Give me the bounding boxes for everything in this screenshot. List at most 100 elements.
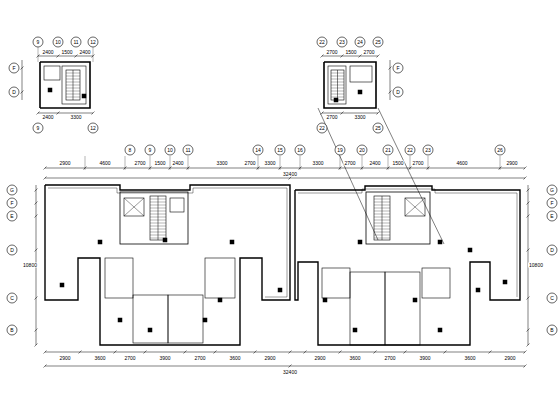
dimension-tick: [389, 91, 392, 94]
dimension-tick: [527, 297, 530, 300]
dimension-text: 3900: [158, 356, 171, 361]
dimension-text: 4600: [455, 161, 468, 166]
axis-number: G: [10, 188, 14, 193]
dimension-text: 4600: [98, 161, 111, 166]
dimension-text: 2400: [41, 115, 54, 120]
device-symbol: [476, 288, 480, 292]
dimension-tick: [44, 351, 47, 354]
axis-number: E: [550, 214, 553, 219]
dimension-tick: [114, 351, 117, 354]
axis-bubble: [357, 145, 367, 155]
leader-line: [378, 108, 444, 244]
dimension-tick: [527, 329, 530, 332]
wall: [39, 62, 41, 108]
axis-bubble: [383, 145, 393, 155]
axis-bubble: [9, 87, 19, 97]
axis-bubble: [337, 37, 347, 47]
axis-number: 21: [385, 148, 391, 153]
axis-number: 26: [497, 148, 503, 153]
axis-bubble: [547, 245, 557, 255]
device-symbol: [468, 248, 472, 252]
device-symbol: [163, 238, 167, 242]
dimension-text: 2900: [263, 356, 276, 361]
axis-bubble: [88, 123, 98, 133]
dimension-tick: [184, 351, 187, 354]
device-symbol: [353, 328, 357, 332]
dimension-tick: [35, 189, 38, 192]
axis-number: C: [550, 296, 554, 301]
stair-room: [62, 66, 86, 104]
room: [350, 66, 372, 82]
dimension-text: 10800: [22, 263, 38, 268]
dimension-tick: [304, 351, 307, 354]
dimension-tick: [214, 351, 217, 354]
room: [168, 295, 203, 343]
axis-bubble: [7, 245, 17, 255]
axis-number: F: [12, 66, 15, 71]
dimension-text: 2700: [343, 161, 356, 166]
device-symbol: [438, 240, 442, 244]
elevator-cross: [124, 198, 144, 216]
dimension-tick: [527, 215, 530, 218]
axis-bubble: [9, 63, 19, 73]
dimension-text: 2900: [505, 161, 518, 166]
axis-number: 22: [407, 148, 413, 153]
axis-number: B: [10, 328, 13, 333]
axis-number: 11: [73, 40, 78, 45]
dimension-text: 3600: [93, 356, 106, 361]
device-symbol: [118, 318, 122, 322]
dimension-tick: [444, 351, 447, 354]
dimension-tick: [21, 91, 24, 94]
dimension-text: 1500: [344, 50, 357, 55]
dimension-text: 2900: [58, 161, 71, 166]
axis-line: [125, 156, 126, 170]
dimension-text: 3600: [463, 356, 476, 361]
dimension-text: 2700: [133, 161, 146, 166]
dimension-tick: [92, 112, 95, 115]
dimension-text: 3300: [69, 115, 82, 120]
dimension-line: [45, 168, 525, 169]
axis-bubble: [165, 145, 175, 155]
dimension-tick: [524, 177, 527, 180]
device-symbol: [218, 298, 222, 302]
stair-room: [328, 66, 346, 104]
axis-line: [428, 156, 429, 170]
dimension-tick: [144, 351, 147, 354]
axis-bubble: [125, 145, 135, 155]
dimension-tick: [289, 365, 292, 368]
device-symbol: [334, 98, 338, 102]
axis-bubble: [7, 325, 17, 335]
dimension-text: 2700: [193, 356, 206, 361]
axis-number: F: [550, 201, 553, 206]
room: [133, 295, 168, 343]
axis-number: 23: [339, 40, 345, 45]
axis-number: 9: [149, 148, 152, 153]
axis-line: [340, 156, 341, 170]
axis-line: [38, 47, 39, 62]
dimension-line: [45, 178, 525, 179]
stair-rail: [158, 196, 159, 240]
dimension-tick: [21, 67, 24, 70]
axis-bubble: [335, 145, 345, 155]
dimension-tick: [79, 351, 82, 354]
dimension-line: [38, 56, 93, 57]
axis-number: 9: [37, 126, 40, 131]
device-symbol: [148, 328, 152, 332]
axis-line: [410, 156, 411, 170]
axis-number: D: [10, 248, 14, 253]
dimension-tick: [254, 351, 257, 354]
dimension-text: 3600: [348, 356, 361, 361]
axis-line: [170, 156, 171, 170]
device-symbol: [358, 90, 362, 94]
dimension-tick: [527, 189, 530, 192]
axis-number: B: [550, 328, 553, 333]
dimension-text: 3300: [353, 115, 366, 120]
dimension-text: 2400: [368, 161, 381, 166]
axis-bubble: [183, 145, 193, 155]
axis-number: 9: [37, 40, 40, 45]
dimension-tick: [44, 365, 47, 368]
exterior-wall: [45, 185, 290, 345]
elevator: [124, 198, 144, 216]
dimension-tick: [35, 297, 38, 300]
dimension-text: 1500: [391, 161, 404, 166]
